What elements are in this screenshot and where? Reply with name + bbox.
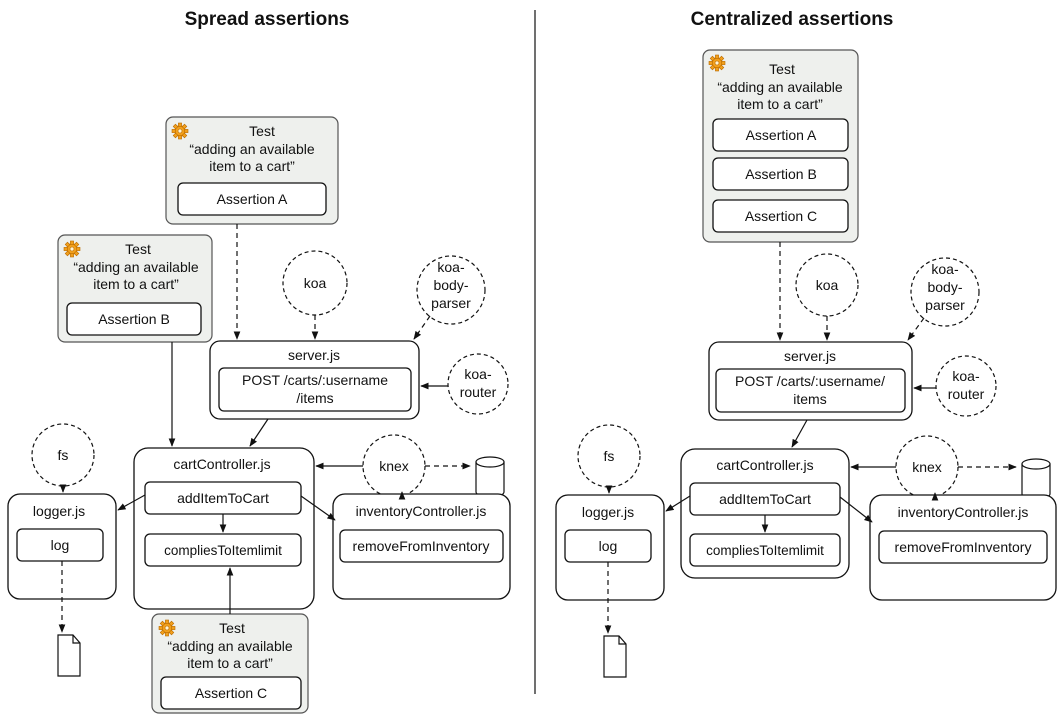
server-title: server.js (784, 348, 836, 364)
svg-text:koa-: koa- (437, 259, 465, 275)
server-title: server.js (288, 347, 340, 363)
inventory-controller-module: inventoryController.js removeFromInvento… (869, 494, 1057, 601)
assertion-a: Assertion A (746, 127, 817, 143)
assertion-a: Assertion A (217, 191, 288, 207)
server-module: server.js POST /carts/:username/ items (708, 341, 913, 421)
spread-panel: Spread assertions Test “adding an availa… (7, 9, 511, 714)
test-description: item to a cart” (187, 655, 273, 671)
koa-body-parser-dependency: koa- body- parser (416, 255, 486, 325)
add-item-function: addItemToCart (719, 491, 811, 507)
inventory-controller-title: inventoryController.js (356, 503, 487, 519)
inventory-controller-module: inventoryController.js removeFromInvento… (332, 493, 511, 600)
connectors (604, 242, 1017, 634)
svg-text:fs: fs (604, 448, 615, 464)
koa-dependency: koa (795, 253, 859, 317)
koa-router-dependency: koa- router (447, 353, 509, 415)
route-handler: /items (296, 390, 333, 406)
koa-dependency: koa (282, 250, 348, 316)
test-node-centralized: Test “adding an available item to a cart… (702, 49, 859, 243)
gear-icon (708, 54, 726, 72)
test-description: item to a cart” (93, 276, 179, 292)
route-handler: POST /carts/:username/ (735, 373, 885, 389)
assertion-b: Assertion B (98, 311, 170, 327)
test-description: “adding an available (73, 259, 199, 275)
log-function: log (51, 537, 70, 553)
panel-title: Centralized assertions (691, 9, 894, 30)
cart-controller-title: cartController.js (173, 456, 270, 472)
svg-text:koa-: koa- (931, 261, 959, 277)
knex-dependency: knex (362, 434, 426, 498)
inventory-controller-title: inventoryController.js (898, 504, 1029, 520)
svg-text:body-: body- (927, 279, 962, 295)
svg-text:knex: knex (379, 458, 409, 474)
cart-controller-title: cartController.js (716, 457, 813, 473)
route-handler: POST /carts/:username (242, 372, 388, 388)
connectors (58, 224, 471, 633)
test-description: “adding an available (167, 638, 293, 654)
test-node-c: Test “adding an available item to a cart… (151, 613, 309, 714)
panel-title: Spread assertions (185, 9, 350, 30)
fs-dependency: fs (31, 423, 95, 487)
svg-text:parser: parser (431, 295, 471, 311)
svg-text:router: router (460, 384, 497, 400)
svg-text:body-: body- (433, 277, 468, 293)
file-icon (603, 635, 627, 678)
test-description: item to a cart” (737, 96, 823, 112)
svg-text:koa-: koa- (952, 368, 980, 384)
logger-title: logger.js (33, 503, 85, 519)
test-label: Test (125, 241, 151, 257)
complies-function: compliesToItemlimit (706, 543, 824, 558)
koa-router-dependency: koa- router (935, 355, 997, 417)
test-node-b: Test “adding an available item to a cart… (57, 234, 213, 343)
cart-controller-module: cartController.js addItemToCart complies… (133, 447, 315, 610)
logger-module: logger.js log (555, 494, 665, 601)
test-label: Test (249, 123, 275, 139)
remove-from-inventory-function: removeFromInventory (353, 538, 490, 554)
add-item-function: addItemToCart (177, 490, 269, 506)
assertion-c: Assertion C (745, 208, 817, 224)
koa-body-parser-dependency: koa- body- parser (910, 257, 980, 327)
svg-text:koa: koa (304, 275, 327, 291)
svg-text:router: router (948, 386, 985, 402)
logger-module: logger.js log (7, 493, 117, 600)
test-label: Test (769, 61, 795, 77)
remove-from-inventory-function: removeFromInventory (895, 539, 1032, 555)
assertion-b: Assertion B (745, 166, 817, 182)
log-function: log (599, 538, 618, 554)
gear-icon (158, 619, 176, 637)
gear-icon (171, 122, 189, 140)
test-label: Test (219, 620, 245, 636)
gear-icon (63, 240, 81, 258)
assertion-c: Assertion C (195, 685, 267, 701)
svg-text:fs: fs (58, 447, 69, 463)
svg-text:knex: knex (912, 459, 942, 475)
fs-dependency: fs (577, 424, 641, 488)
database-icon (1021, 458, 1051, 500)
file-icon (57, 634, 81, 677)
database-icon (475, 456, 505, 498)
cart-controller-module: cartController.js addItemToCart complies… (680, 448, 850, 579)
centralized-panel: Centralized assertions Test “adding an a… (555, 9, 1057, 678)
test-description: “adding an available (189, 141, 315, 157)
knex-dependency: knex (895, 435, 959, 499)
test-description: “adding an available (717, 79, 843, 95)
complies-function: compliesToItemlimit (164, 543, 282, 558)
logger-title: logger.js (582, 504, 634, 520)
route-handler: items (793, 391, 826, 407)
server-module: server.js POST /carts/:username /items (209, 340, 420, 420)
svg-text:koa: koa (816, 277, 839, 293)
test-description: item to a cart” (209, 158, 295, 174)
svg-text:koa-: koa- (464, 366, 492, 382)
test-node-a: Test “adding an available item to a cart… (165, 116, 339, 225)
svg-text:parser: parser (925, 297, 965, 313)
